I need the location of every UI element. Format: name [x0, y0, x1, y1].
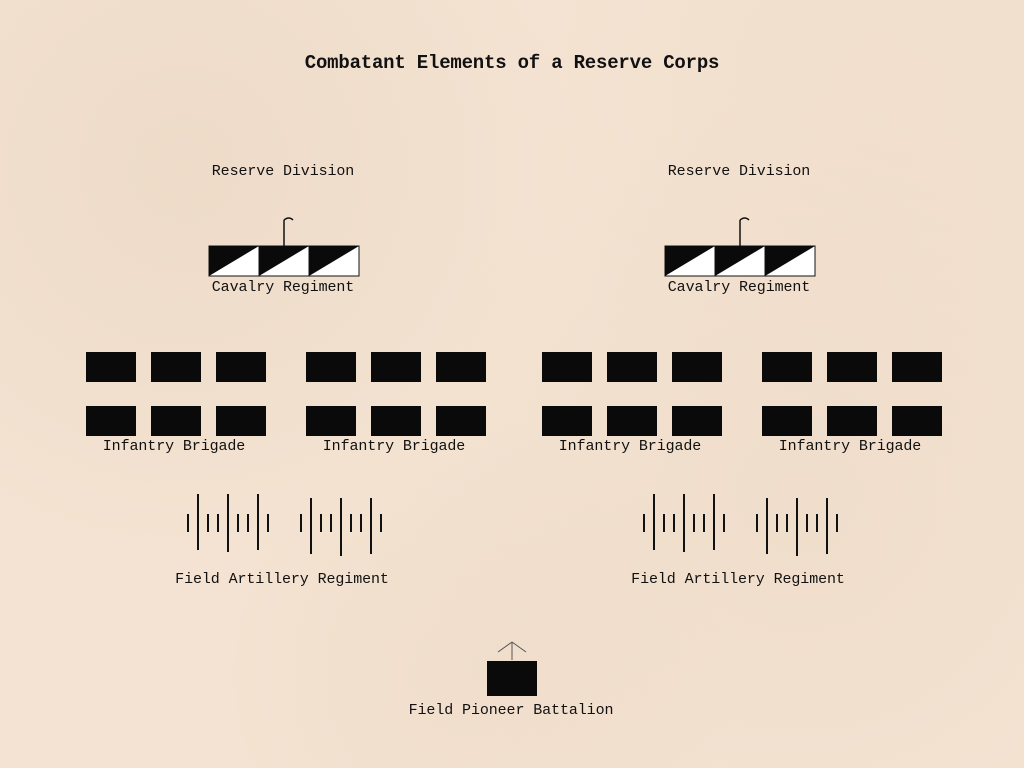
infantry-battalion-icon	[306, 352, 356, 382]
infantry-battalion-icon	[892, 352, 942, 382]
infantry-battalion-icon	[371, 406, 421, 436]
infantry-brigade-label: Infantry Brigade	[778, 438, 922, 455]
infantry-battalion-icon	[542, 406, 592, 436]
infantry-battalion-icon	[86, 352, 136, 382]
infantry-battalion-icon	[86, 406, 136, 436]
infantry-battalion-icon	[827, 406, 877, 436]
infantry-battalion-icon	[542, 352, 592, 382]
infantry-brigade-symbol	[86, 352, 267, 438]
infantry-battalion-icon	[151, 406, 201, 436]
pioneer-battalion-icon	[487, 641, 537, 696]
infantry-battalion-icon	[607, 406, 657, 436]
cavalry-label: Cavalry Regiment	[211, 279, 355, 296]
infantry-battalion-icon	[306, 406, 356, 436]
infantry-battalion-icon	[892, 406, 942, 436]
field-artillery-icon	[187, 494, 382, 556]
infantry-battalion-icon	[216, 352, 266, 382]
infantry-brigade-label: Infantry Brigade	[102, 438, 246, 455]
cavalry-regiment-icon	[208, 217, 360, 277]
infantry-brigade-symbol	[306, 352, 487, 438]
division-left: Reserve Division Cavalry Regiment Infant…	[86, 163, 487, 588]
infantry-battalion-icon	[436, 406, 486, 436]
infantry-brigade-symbol	[542, 352, 723, 438]
infantry-brigade-label: Infantry Brigade	[558, 438, 702, 455]
infantry-brigade-symbol	[762, 352, 943, 438]
infantry-battalion-icon	[827, 352, 877, 382]
infantry-battalion-icon	[216, 406, 266, 436]
infantry-battalion-icon	[672, 406, 722, 436]
infantry-battalion-icon	[607, 352, 657, 382]
infantry-battalion-icon	[762, 352, 812, 382]
division-right: Reserve Division Cavalry Regiment Infant…	[456, 0, 968, 768]
infantry-battalion-icon	[151, 352, 201, 382]
infantry-battalion-icon	[436, 352, 486, 382]
infantry-brigade-label: Infantry Brigade	[322, 438, 466, 455]
infantry-battalion-icon	[762, 406, 812, 436]
division-label: Reserve Division	[667, 163, 811, 180]
cavalry-regiment-icon	[664, 217, 816, 277]
infantry-battalion-icon	[371, 352, 421, 382]
diagram-title: Combatant Elements of a Reserve Corps	[304, 52, 720, 74]
pioneer-label: Field Pioneer Battalion	[408, 702, 614, 719]
artillery-label: Field Artillery Regiment	[175, 571, 389, 588]
field-artillery-icon	[643, 494, 838, 556]
infantry-battalion-icon	[672, 352, 722, 382]
division-label: Reserve Division	[211, 163, 355, 180]
artillery-label: Field Artillery Regiment	[631, 571, 845, 588]
cavalry-label: Cavalry Regiment	[667, 279, 811, 296]
